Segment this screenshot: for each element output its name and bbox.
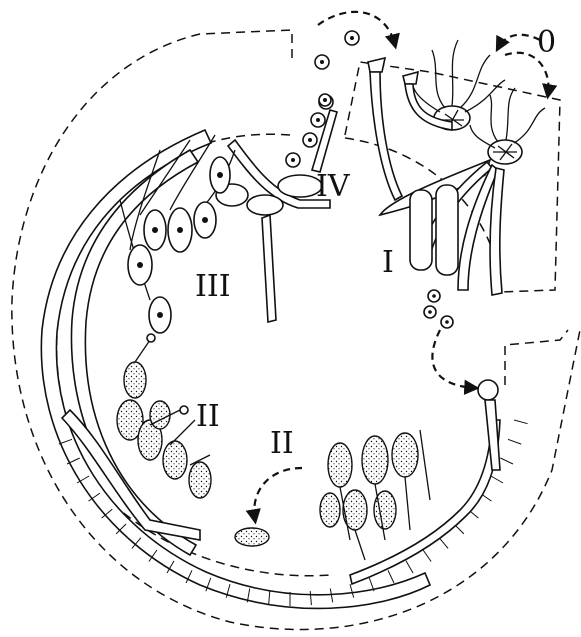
filament-cell-wall: [439, 538, 448, 549]
filament-cell-wall: [500, 458, 513, 464]
label-stage-3: III: [195, 269, 231, 304]
lower-right-dashed-notch: [505, 330, 568, 385]
stage-1-sporangia-cluster: [380, 160, 504, 295]
filament-cell-wall: [514, 420, 528, 424]
stage-0-organism-lower: [470, 88, 545, 164]
filament-cell-wall: [423, 550, 431, 562]
filament-cell-wall: [388, 570, 394, 583]
arrow-stage-1-to-zygote: [432, 330, 475, 388]
stage-4-conidiophores: [216, 94, 337, 322]
label-stage-1: I: [382, 245, 394, 280]
filament-cell-wall: [508, 439, 521, 444]
label-stage-2-bottom: II: [270, 426, 294, 461]
released-sporangium: [235, 528, 269, 546]
label-stage-2-left: II: [196, 399, 220, 434]
filament-cell-wall: [491, 476, 503, 483]
arrow-stage-2-to-spore: [254, 468, 302, 520]
outer-dashed-boundary: [12, 30, 580, 630]
label-stage-4: IV: [316, 169, 351, 204]
label-stage-0: 0: [537, 25, 556, 60]
filament-cell-wall: [406, 561, 413, 573]
stage-2-right-sporangia: [320, 380, 500, 584]
stage-0-cells-top: [368, 58, 452, 200]
arrow-stage-0-cycle-back: [498, 35, 540, 48]
